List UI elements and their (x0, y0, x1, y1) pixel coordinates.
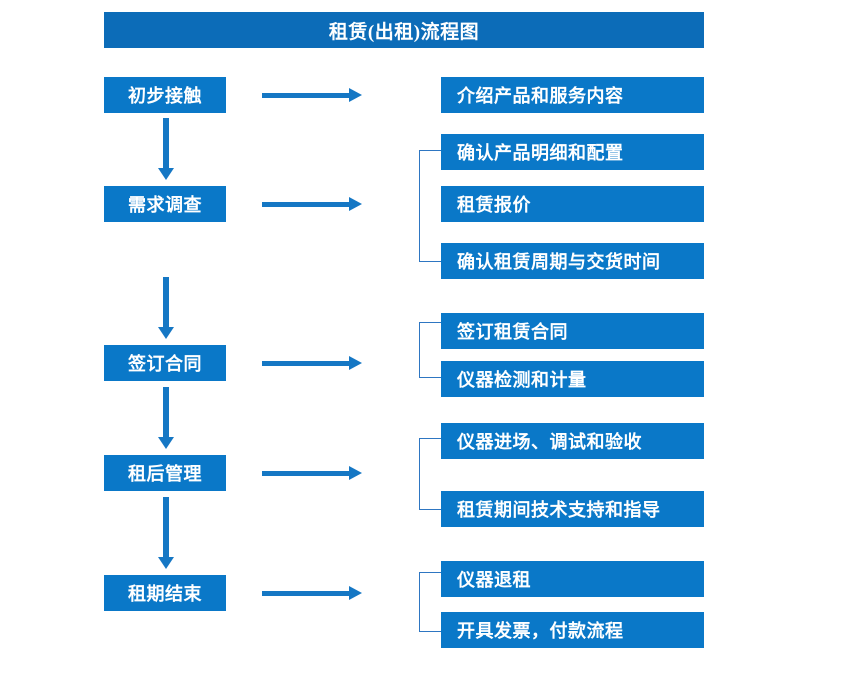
arrow-down-icon-3 (158, 387, 174, 449)
detail-node-9[interactable]: 仪器退租 (441, 561, 704, 597)
detail-node-8[interactable]: 租赁期间技术支持和指导 (441, 491, 704, 527)
group-bracket-3 (419, 322, 441, 378)
arrow-right-icon-5 (262, 586, 362, 600)
arrow-right-icon-3 (262, 356, 362, 370)
detail-node-10[interactable]: 开具发票，付款流程 (441, 612, 704, 648)
group-bracket-4 (419, 438, 441, 510)
arrow-down-icon-2 (158, 277, 174, 339)
detail-node-7[interactable]: 仪器进场、调试和验收 (441, 423, 704, 459)
arrow-right-icon-1 (262, 88, 362, 102)
detail-node-1[interactable]: 介绍产品和服务内容 (441, 77, 704, 113)
arrow-down-icon-4 (158, 497, 174, 569)
stage-node-1[interactable]: 初步接触 (104, 77, 226, 113)
stage-node-4[interactable]: 租后管理 (104, 455, 226, 491)
detail-node-2[interactable]: 确认产品明细和配置 (441, 134, 704, 170)
arrow-right-icon-2 (262, 197, 362, 211)
group-bracket-2 (419, 150, 441, 262)
detail-node-3[interactable]: 租赁报价 (441, 186, 704, 222)
stage-node-3[interactable]: 签订合同 (104, 345, 226, 381)
arrow-right-icon-4 (262, 466, 362, 480)
arrow-down-icon-1 (158, 118, 174, 180)
page-title: 租赁(出租)流程图 (104, 12, 704, 48)
detail-node-5[interactable]: 签订租赁合同 (441, 313, 704, 349)
detail-node-6[interactable]: 仪器检测和计量 (441, 361, 704, 397)
stage-node-5[interactable]: 租期结束 (104, 575, 226, 611)
detail-node-4[interactable]: 确认租赁周期与交货时间 (441, 243, 704, 279)
stage-node-2[interactable]: 需求调查 (104, 186, 226, 222)
group-bracket-5 (419, 572, 441, 632)
